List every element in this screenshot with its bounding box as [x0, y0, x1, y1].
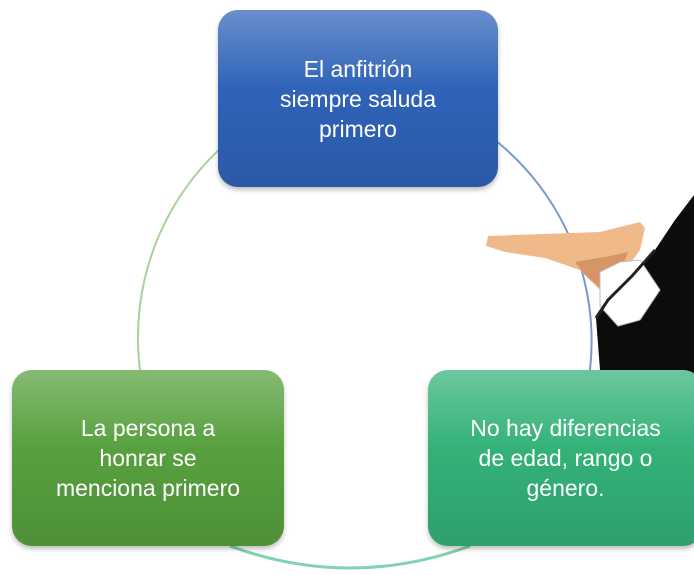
node-host-greets-first-text: El anfitrión siempre saluda primero — [280, 55, 436, 142]
node-no-differences: No hay diferencias de edad, rango o géne… — [428, 370, 694, 546]
sleeve-outline — [594, 249, 657, 319]
connector-left-to-top — [137, 139, 231, 371]
node-honoree-mentioned-first-text: La persona a honrar se menciona primero — [55, 415, 241, 501]
node-honoree-mentioned-first: La persona a honrar se menciona primero — [12, 370, 284, 546]
hand-shadow — [575, 252, 628, 288]
host-gesturing-hand-illustration — [486, 195, 694, 410]
node-host-greets-first: El anfitrión siempre saluda primero — [218, 10, 498, 187]
node-no-differences-text: No hay diferencias de edad, rango o géne… — [470, 415, 661, 501]
connector-right-to-left — [229, 544, 471, 570]
